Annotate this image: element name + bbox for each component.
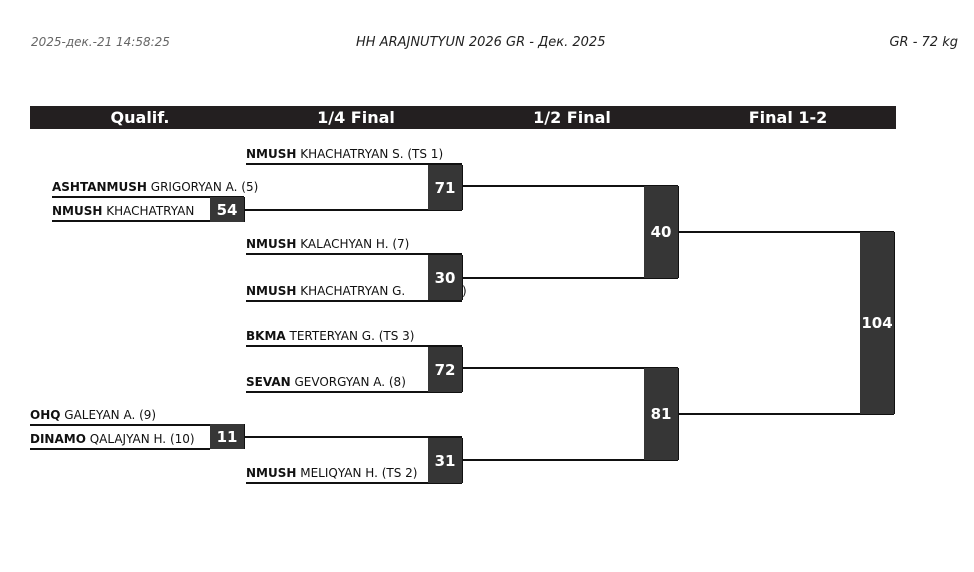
bracket-line: [462, 185, 678, 187]
bout-number-box: 54: [210, 197, 245, 222]
athlete-name: KHACHATRYAN: [106, 204, 195, 218]
bracket-line: [678, 413, 894, 415]
athlete-slot: BKMA TERTERYAN G. (TS 3): [246, 325, 462, 347]
bout-number-box: 31: [428, 438, 463, 483]
athlete-name-tail: ): [462, 284, 467, 298]
weight-category: GR - 72 kg: [889, 35, 958, 50]
athlete-slot: DINAMO QALAJYAN H. (10): [30, 428, 210, 450]
bout-number-box: 71: [428, 165, 463, 210]
athlete-name: MELIQYAN H. (TS 2): [300, 466, 418, 480]
bracket-line: [244, 436, 462, 438]
bout-number-box: 72: [428, 347, 463, 392]
athlete-name: GRIGORYAN A. (5): [150, 180, 259, 194]
athlete-name: GEVORGYAN A. (8): [294, 375, 406, 389]
round-label-semifinal: 1/2 Final: [533, 108, 611, 127]
athlete-name: TERTERYAN G. (TS 3): [289, 329, 415, 343]
athlete-slot: NMUSH KHACHATRYAN G.): [246, 280, 467, 302]
bout-number-box: 40: [644, 186, 679, 278]
athlete-club: OHQ: [30, 408, 61, 422]
round-label-final: Final 1-2: [748, 108, 828, 127]
athlete-club: BKMA: [246, 329, 286, 343]
athlete-name: GALEYAN A. (9): [64, 408, 157, 422]
athlete-slot: NMUSH MELIQYAN H. (TS 2): [246, 462, 462, 484]
athlete-slot: NMUSH KHACHATRYAN: [52, 200, 210, 222]
bracket-line: [462, 459, 678, 461]
athlete-slot: SEVAN GEVORGYAN A. (8): [246, 371, 462, 393]
athlete-club: NMUSH: [246, 237, 297, 251]
athlete-club: DINAMO: [30, 432, 86, 446]
bracket-line: [462, 367, 678, 369]
athlete-slot: NMUSH KHACHATRYAN S. (TS 1): [246, 143, 462, 165]
bracket-line: [678, 231, 894, 233]
bout-number-box: 30: [428, 255, 463, 300]
athlete-slot: ASHTANMUSH GRIGORYAN A. (5): [52, 176, 258, 198]
bracket-line: [244, 209, 462, 211]
athlete-club: NMUSH: [246, 147, 297, 161]
athlete-club: NMUSH: [246, 466, 297, 480]
round-label-quarterfinal: 1/4 Final: [317, 108, 395, 127]
athlete-name: QALAJYAN H. (10): [89, 432, 195, 446]
bout-number-box: 11: [210, 424, 245, 449]
bout-number-box: 81: [644, 368, 679, 460]
athlete-club: SEVAN: [246, 375, 291, 389]
bout-number-box: 104: [860, 232, 895, 414]
athlete-club: ASHTANMUSH: [52, 180, 147, 194]
athlete-club: NMUSH: [246, 284, 297, 298]
print-timestamp: 2025-дек.-21 14:58:25: [31, 35, 170, 49]
athlete-slot: OHQ GALEYAN A. (9): [30, 404, 244, 426]
athlete-name: KHACHATRYAN G.: [300, 284, 406, 298]
athlete-club: NMUSH: [52, 204, 103, 218]
athlete-name: KALACHYAN H. (7): [300, 237, 410, 251]
rounds-header-bar: Qualif. 1/4 Final 1/2 Final Final 1-2: [30, 106, 896, 129]
round-label-qualif: Qualif.: [110, 108, 170, 127]
athlete-name: KHACHATRYAN S. (TS 1): [300, 147, 444, 161]
athlete-slot: NMUSH KALACHYAN H. (7): [246, 233, 462, 255]
bracket-line: [462, 277, 678, 279]
event-title: HH ARAJNUTYUN 2026 GR - Дек. 2025: [356, 35, 606, 50]
